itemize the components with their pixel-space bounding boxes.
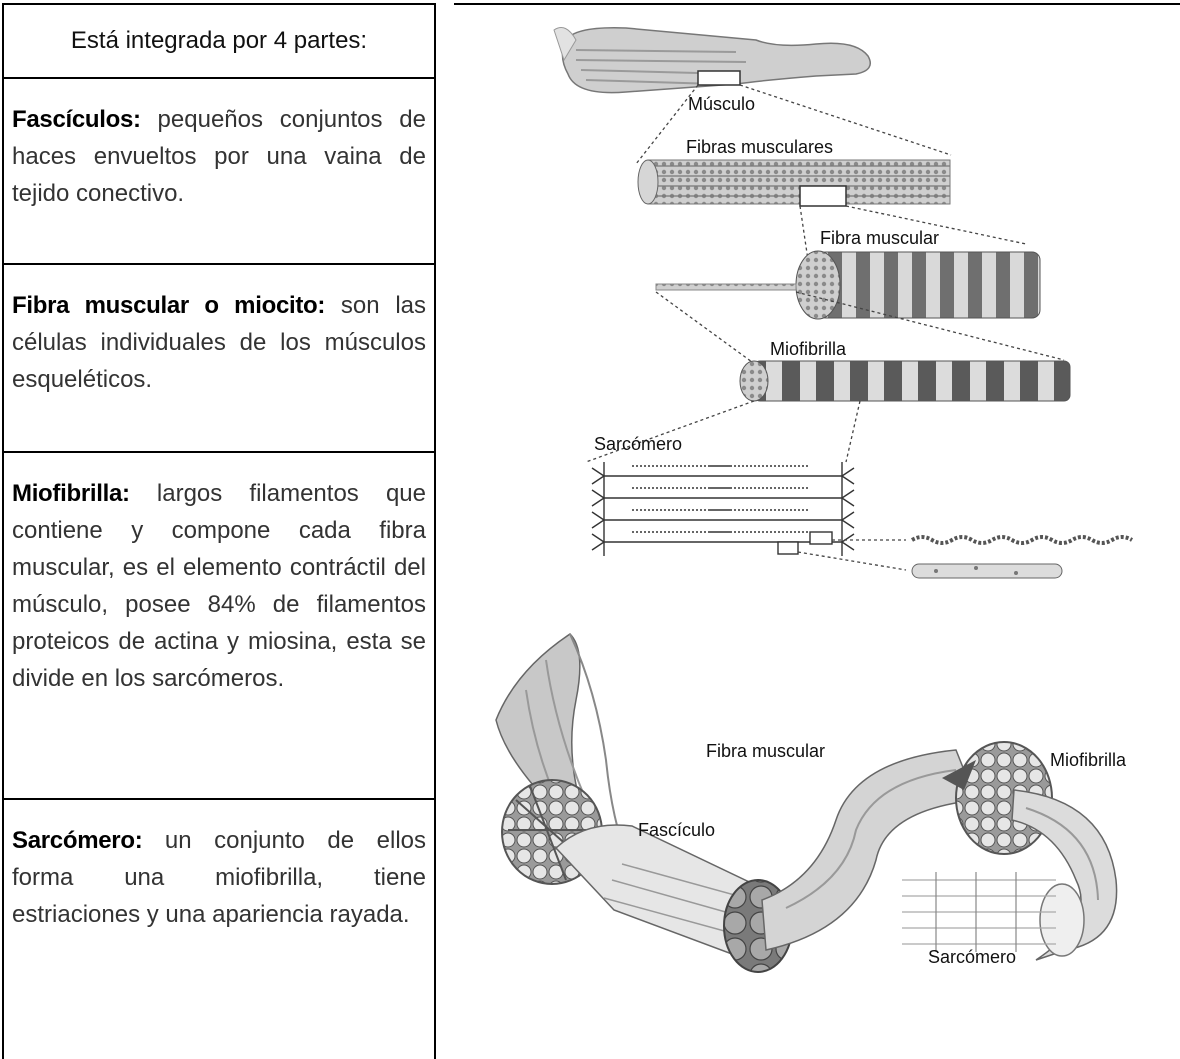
label-fibra-muscular-top: Fibra muscular [820,228,939,248]
label-miofibrilla-top: Miofibrilla [770,339,847,359]
muscle-fibers-illustration [638,160,950,206]
muscle-fiber-tube-illustration [762,742,1052,950]
myofibril-illustration [740,361,1070,401]
table-row-miofibrilla: Miofibrilla: largos filamentos que conti… [4,453,434,800]
parts-table: Está integrada por 4 partes: Fascículos:… [2,3,436,1059]
term-fasciculos: Fascículos: [12,106,141,133]
label-miofibrilla-bottom: Miofibrilla [1050,750,1127,770]
label-sarcomero-bottom: Sarcómero [928,947,1016,967]
sarcomere-illustration [592,462,854,556]
table-row-sarcomero: Sarcómero: un conjunto de ellos forma un… [4,800,434,1059]
table-row-fibra-muscular: Fibra muscular o miocito: son las célula… [4,265,434,453]
label-fasciculo: Fascículo [638,820,715,840]
table-header: Está integrada por 4 partes: [4,5,434,79]
table-row-fasciculos: Fascículos: pequeños conjuntos de haces … [4,79,434,265]
muscle-structure-diagram: Músculo Fibras musculares Fibra muscular [436,0,1180,1059]
label-fibra-muscular-bottom: Fibra muscular [706,741,825,761]
table-header-text: Está integrada por 4 partes: [71,27,367,55]
label-musculo: Músculo [688,94,755,114]
actin-filament-illustration [912,537,1132,543]
term-miofibrilla: Miofibrilla: [12,480,130,507]
muscle-illustration [554,28,870,93]
term-fibra-muscular: Fibra muscular o miocito: [12,292,325,319]
desc-miofibrilla: largos filamentos que contiene y compone… [12,480,426,692]
muscle-fiber-illustration [656,251,1040,319]
label-fibras-musculares: Fibras musculares [686,137,833,157]
term-sarcomero: Sarcómero: [12,827,142,854]
illustration-panel: Músculo Fibras musculares Fibra muscular [436,0,1180,1059]
myosin-filament-illustration [912,564,1062,578]
fascicle-illustration [556,825,792,972]
label-sarcomero-top: Sarcómero [594,434,682,454]
